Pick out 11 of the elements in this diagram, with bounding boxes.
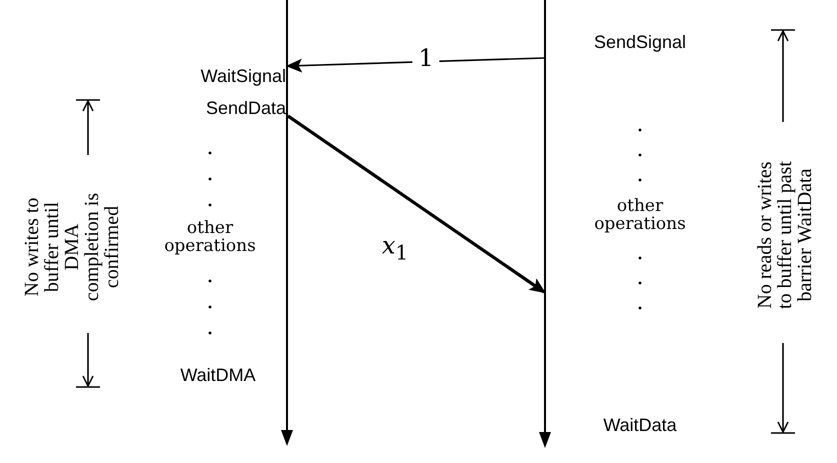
operation-label: WaitData [603, 416, 677, 434]
operation-label: WaitDMA [180, 366, 256, 384]
operation-label: WaitSignal [200, 67, 286, 85]
constraint-note: No writes to buffer until DMA completion is confirmed [22, 192, 122, 303]
operation-label: SendSignal [594, 33, 686, 51]
operations-note: other operations [163, 220, 257, 256]
operation-label: SendData [206, 99, 286, 117]
operations-note: other operations [593, 198, 687, 234]
message-arrow [287, 114, 546, 294]
constraint-note: No reads or writes to buffer until past barrier WaitData [755, 160, 815, 311]
message-arrow [286, 57, 544, 72]
